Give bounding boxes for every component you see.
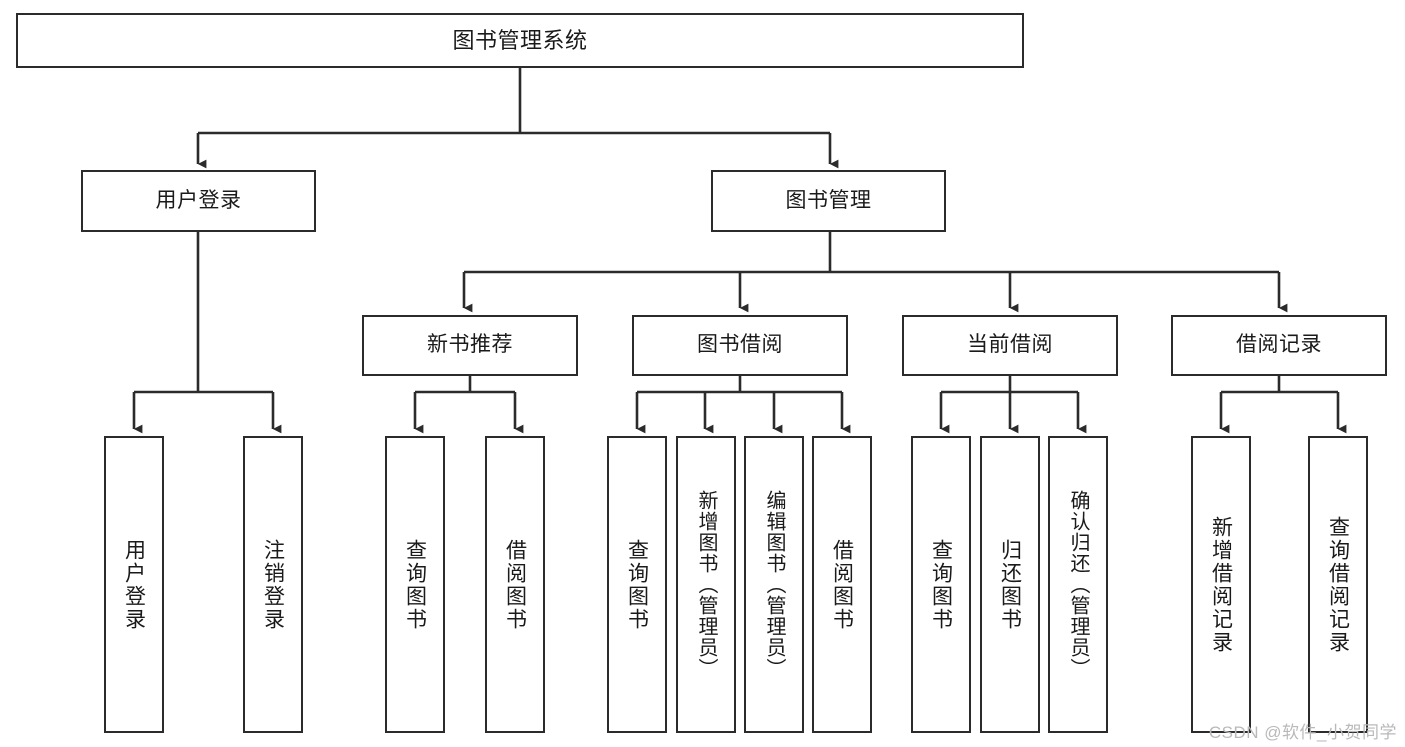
leaf-newbook-borrow-book[interactable]: 借阅图书 <box>485 436 545 733</box>
node-label: 用户登录 <box>122 538 146 631</box>
leaf-borrow-add-book-admin[interactable]: 新增图书（管理员） <box>676 436 736 733</box>
node-label: 新书推荐 <box>427 333 513 357</box>
node-label: 借阅图书 <box>503 538 527 631</box>
edges-current-borrow-to-leaves <box>939 376 1087 434</box>
edges-borrow-record-to-leaves <box>1219 376 1347 434</box>
watermark-text: CSDN @软件_小贺同学 <box>1208 723 1397 742</box>
node-book-borrow[interactable]: 图书借阅 <box>632 315 848 376</box>
leaf-borrow-query-book[interactable]: 查询图书 <box>607 436 667 733</box>
edges-new-book-to-leaves <box>413 376 524 434</box>
node-label: 查询图书 <box>625 538 649 631</box>
leaf-current-return-book[interactable]: 归还图书 <box>980 436 1040 733</box>
node-label: 借阅图书 <box>830 538 854 631</box>
node-label: 借阅记录 <box>1236 333 1322 357</box>
node-label: 图书管理系统 <box>452 27 588 53</box>
edges-root-to-level1 <box>196 68 839 169</box>
node-current-borrow[interactable]: 当前借阅 <box>902 315 1118 376</box>
edges-book-mgmt-to-level2 <box>462 232 1288 313</box>
leaf-record-query-record[interactable]: 查询借阅记录 <box>1308 436 1368 733</box>
node-label: 用户登录 <box>155 188 242 212</box>
node-label: 图书借阅 <box>697 333 783 357</box>
leaf-logout[interactable]: 注销登录 <box>243 436 303 733</box>
edges-book-borrow-to-leaves <box>635 376 851 434</box>
node-label: 查询图书 <box>929 538 953 631</box>
leaf-current-confirm-return-admin[interactable]: 确认归还（管理员） <box>1048 436 1108 733</box>
node-label: 新增图书（管理员） <box>695 490 717 679</box>
node-label: 当前借阅 <box>967 333 1053 357</box>
leaf-borrow-edit-book-admin[interactable]: 编辑图书（管理员） <box>744 436 804 733</box>
leaf-user-login[interactable]: 用户登录 <box>104 436 164 733</box>
leaf-newbook-query-book[interactable]: 查询图书 <box>385 436 445 733</box>
node-borrow-record[interactable]: 借阅记录 <box>1171 315 1387 376</box>
node-user-login[interactable]: 用户登录 <box>81 170 316 232</box>
node-label: 新增借阅记录 <box>1209 515 1233 654</box>
node-book-management[interactable]: 图书管理 <box>711 170 946 232</box>
leaf-record-add-record[interactable]: 新增借阅记录 <box>1191 436 1251 733</box>
leaf-borrow-borrow-book[interactable]: 借阅图书 <box>812 436 872 733</box>
node-label: 注销登录 <box>261 538 285 631</box>
edges-user-login-to-leaves <box>132 232 282 434</box>
node-label: 编辑图书（管理员） <box>763 490 785 679</box>
node-label: 确认归还（管理员） <box>1067 490 1089 679</box>
node-root-system[interactable]: 图书管理系统 <box>16 13 1024 68</box>
node-label: 查询借阅记录 <box>1326 515 1350 654</box>
leaf-current-query-book[interactable]: 查询图书 <box>911 436 971 733</box>
node-new-book-recommend[interactable]: 新书推荐 <box>362 315 578 376</box>
node-label: 查询图书 <box>403 538 427 631</box>
node-label: 归还图书 <box>998 538 1022 631</box>
node-label: 图书管理 <box>785 188 872 212</box>
